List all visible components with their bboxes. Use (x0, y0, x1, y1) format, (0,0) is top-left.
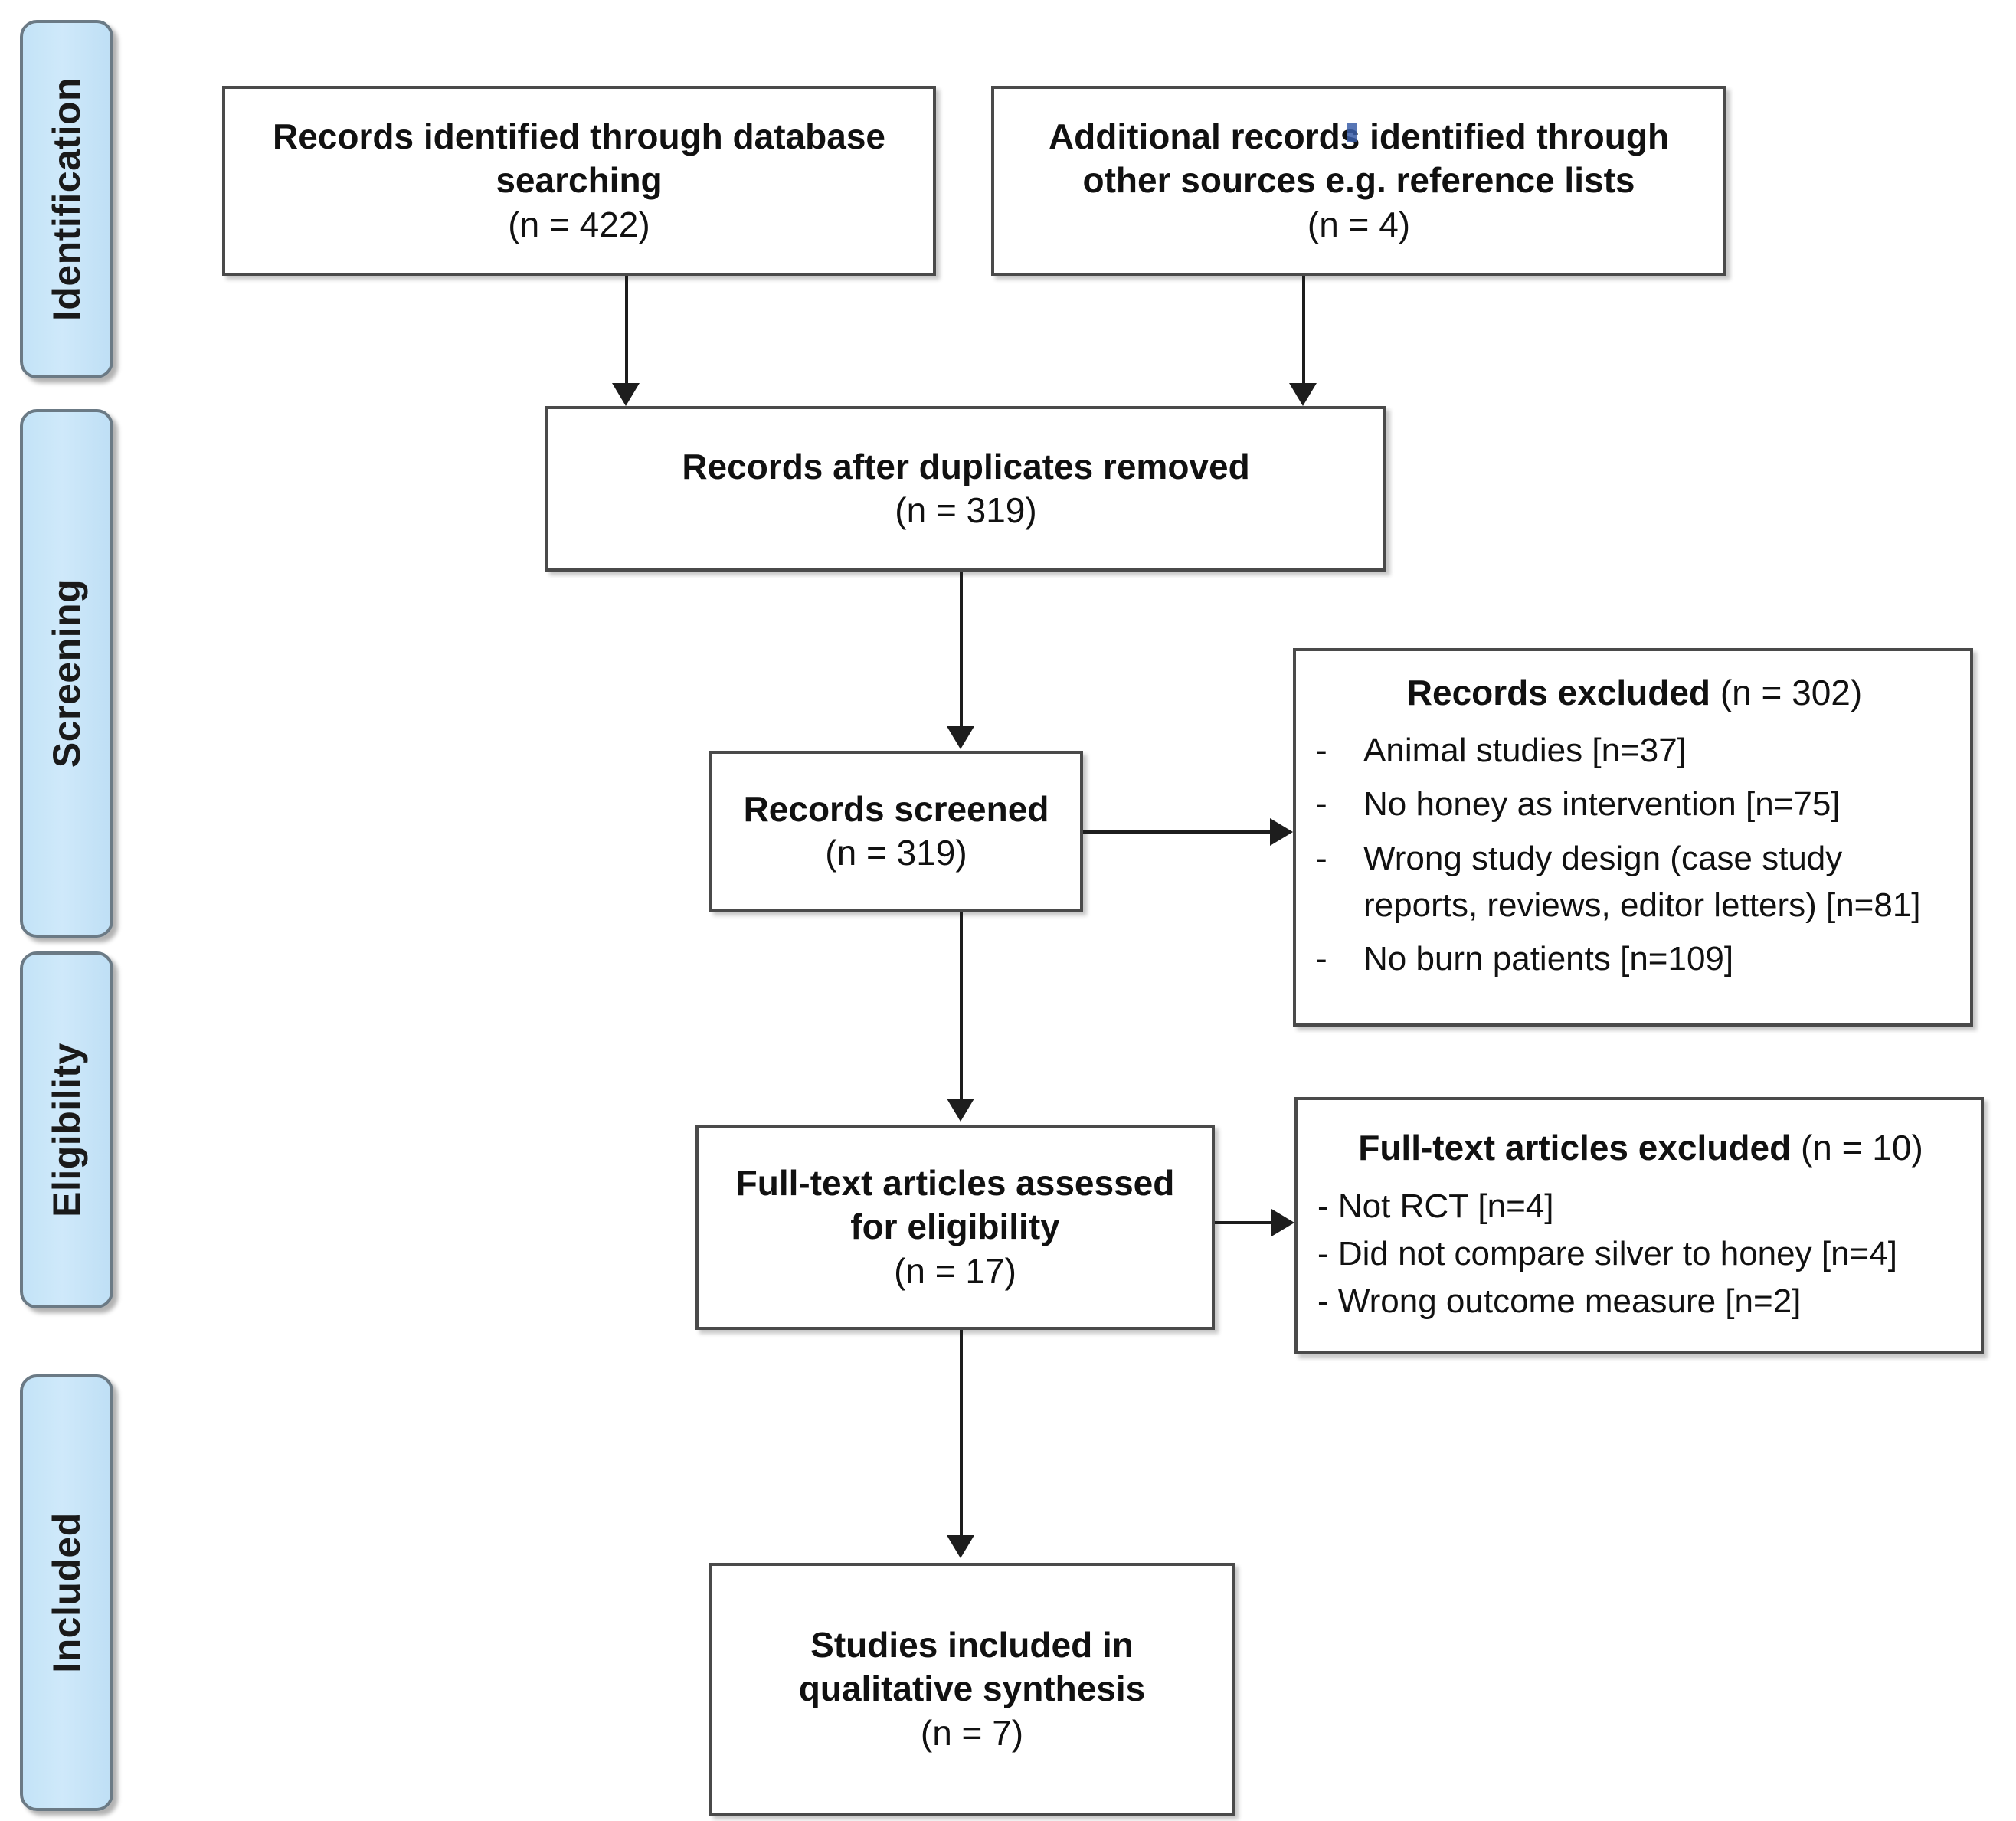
list-item-text: Animal studies [n=37] (1363, 731, 1687, 769)
connector-other-to-duplicates (1302, 276, 1305, 389)
box-records-identified-database: Records identified through database sear… (222, 86, 936, 276)
records-excluded-title-count: (n = 302) (1720, 673, 1863, 712)
connector-database-to-duplicates (625, 276, 628, 389)
box-count: (n = 319) (825, 833, 967, 873)
list-item: - Not RCT [n=4] (1317, 1187, 1554, 1225)
arrowhead-screened-to-excluded (1270, 818, 1293, 846)
connector-fulltext-to-included (960, 1330, 963, 1538)
arrowhead-other-to-duplicates (1289, 383, 1317, 406)
box-count: (n = 4) (1307, 204, 1411, 244)
dash-bullet-icon: - (1316, 839, 1327, 877)
stage-label-eligibility: Eligibility (45, 1043, 88, 1217)
box-records-screened: Records screened (n = 319) (709, 751, 1083, 912)
box-line: searching (496, 160, 663, 201)
box-line: Records after duplicates removed (682, 446, 1250, 486)
box-studies-included-qualitative-synthesis: Studies included in qualitative synthesi… (709, 1563, 1235, 1816)
box-line: for eligibility (850, 1207, 1060, 1247)
records-excluded-title: Records excluded (n = 302) (1316, 671, 1953, 716)
box-count: (n = 319) (895, 490, 1037, 530)
list-item: - No honey as intervention [n=75] (1316, 781, 1953, 828)
box-count: (n = 422) (508, 204, 650, 244)
dash-bullet-icon: - (1316, 785, 1327, 824)
arrowhead-screened-to-fulltext (947, 1099, 974, 1122)
stage-pill-included: Included (20, 1374, 113, 1811)
connector-screened-to-excluded (1083, 830, 1273, 834)
box-fulltext-articles-assessed: Full-text articles assessed for eligibil… (695, 1125, 1215, 1330)
list-item: - Did not compare silver to honey [n=4] (1317, 1234, 1897, 1272)
records-excluded-title-bold: Records excluded (1406, 673, 1720, 712)
box-records-excluded: Records excluded (n = 302) - Animal stud… (1293, 648, 1973, 1027)
stage-pill-identification: Identification (20, 20, 113, 378)
stage-pill-screening: Screening (20, 409, 113, 938)
box-line: qualitative synthesis (798, 1669, 1146, 1709)
stage-label-included: Included (45, 1512, 89, 1673)
list-item: - Wrong outcome measure [n=2] (1317, 1282, 1802, 1321)
list-item-text: No honey as intervention [n=75] (1363, 785, 1841, 824)
arrowhead-fulltext-to-included (947, 1535, 974, 1558)
spellcheck-mark-icon (1347, 123, 1357, 142)
stage-pill-eligibility: Eligibility (20, 951, 113, 1308)
box-line: Full-text articles assessed (735, 1162, 1175, 1203)
list-item-text: No burn patients [n=109] (1363, 940, 1734, 978)
box-additional-records-other-sources: Additional records identified through ot… (991, 86, 1726, 276)
connector-screened-to-fulltext (960, 912, 963, 1102)
box-line: Records screened (743, 788, 1049, 829)
arrowhead-database-to-duplicates (612, 383, 640, 406)
dash-bullet-icon: - (1316, 731, 1327, 769)
box-records-after-duplicates-removed: Records after duplicates removed (n = 31… (545, 406, 1386, 572)
fulltext-excluded-title-bold: Full-text articles excluded (1358, 1128, 1801, 1168)
list-item-text: Wrong study design (case study reports, … (1363, 839, 1921, 924)
box-line: Studies included in (810, 1624, 1134, 1665)
connector-duplicates-to-screened (960, 572, 963, 729)
list-item: - Wrong study design (case study reports… (1316, 836, 1953, 929)
box-line: Records identified through database (273, 116, 885, 156)
dash-bullet-icon: - (1316, 940, 1327, 978)
list-item: - Animal studies [n=37] (1316, 728, 1953, 775)
connector-fulltext-to-excluded (1215, 1221, 1275, 1224)
box-fulltext-articles-excluded: Full-text articles excluded (n = 10) - N… (1294, 1097, 1984, 1354)
box-count: (n = 17) (894, 1250, 1016, 1291)
box-count: (n = 7) (920, 1712, 1024, 1753)
fulltext-excluded-title-count: (n = 10) (1800, 1128, 1923, 1168)
arrowhead-duplicates-to-screened (947, 726, 974, 749)
stage-label-identification: Identification (45, 77, 89, 322)
box-line: other sources e.g. reference lists (1082, 160, 1635, 201)
fulltext-excluded-title: Full-text articles excluded (n = 10) (1317, 1126, 1964, 1171)
list-item: - No burn patients [n=109] (1316, 936, 1953, 983)
arrowhead-fulltext-to-excluded (1271, 1209, 1294, 1236)
stage-label-screening: Screening (45, 578, 88, 768)
box-line: Additional records identified through (1048, 116, 1670, 156)
